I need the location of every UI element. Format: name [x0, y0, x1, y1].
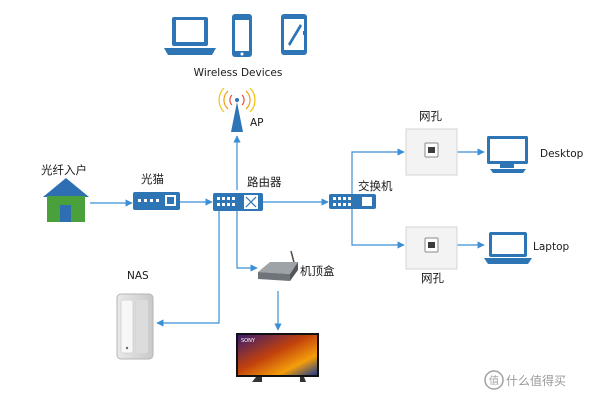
- watermark-text: 什么值得买: [506, 373, 566, 388]
- wall-port-icon: [405, 226, 458, 270]
- desktop-label: Desktop: [540, 148, 584, 160]
- tv-brand: SONY: [241, 338, 256, 344]
- phone-icon: [232, 14, 252, 57]
- laptop-icon: [164, 17, 216, 55]
- router-icon: [213, 193, 263, 211]
- port-bottom-label: 网孔: [421, 271, 444, 285]
- nas-label: NAS: [127, 270, 149, 282]
- switch-label: 交换机: [358, 179, 393, 193]
- set-top-box-icon: [258, 250, 298, 281]
- link-switch-port-top: [351, 148, 405, 196]
- house-icon: [43, 178, 89, 222]
- site-watermark: 值 什么值得买: [484, 370, 566, 390]
- link-switch-port-bottom: [351, 208, 405, 249]
- antenna-icon: [218, 87, 256, 132]
- connection-lines: [90, 135, 485, 331]
- stb-label: 机顶盒: [300, 264, 335, 278]
- tablet-icon: [281, 14, 307, 55]
- router-label: 路由器: [247, 175, 282, 189]
- wireless-devices-group: Wireless Devices: [164, 14, 307, 79]
- ap-label: AP: [250, 117, 264, 129]
- tv-icon: SONY: [236, 333, 319, 382]
- laptop-label: Laptop: [533, 241, 569, 253]
- desktop-icon: [487, 136, 528, 173]
- switch-icon: [329, 194, 376, 209]
- nas-icon: [116, 293, 154, 360]
- wireless-devices-label: Wireless Devices: [194, 67, 283, 79]
- laptop-icon: [484, 232, 532, 264]
- link-router-stb: [236, 211, 258, 272]
- wall-port-icon: [405, 128, 458, 176]
- link-router-nas: [156, 211, 220, 327]
- modem-label: 光猫: [141, 172, 164, 186]
- fiber-in-label: 光纤入户: [41, 163, 87, 177]
- watermark-symbol: 值: [489, 374, 499, 387]
- port-top-label: 网孔: [419, 109, 442, 123]
- modem-icon: [133, 192, 180, 210]
